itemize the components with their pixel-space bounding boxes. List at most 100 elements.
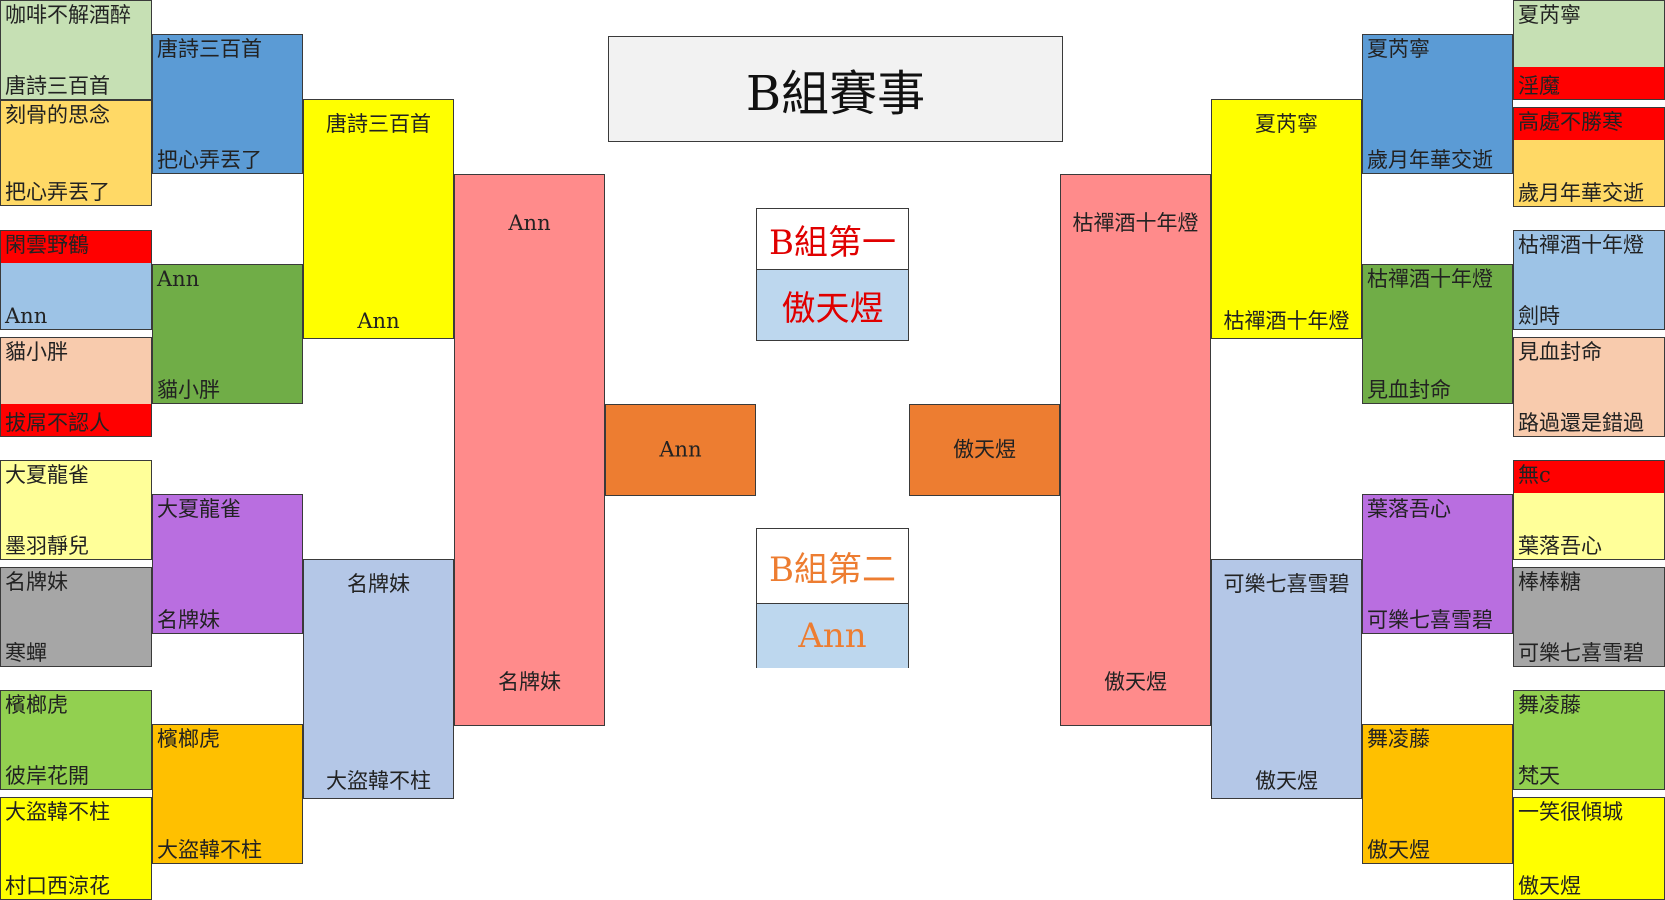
- match-r1-right-3: 枯禪酒十年燈 劍時: [1513, 230, 1665, 330]
- player-name: 傲天煜: [1255, 769, 1318, 793]
- match-r2-right-3: 葉落吾心 可樂七喜雪碧: [1362, 494, 1513, 634]
- player-name: 大夏龍雀: [5, 463, 89, 487]
- player-name: 劍時: [1518, 304, 1560, 328]
- eliminated-strip: [1, 231, 151, 263]
- eliminated-strip: [1, 404, 151, 436]
- match-r2-right-2: 枯禪酒十年燈 見血封命: [1362, 264, 1513, 404]
- player-name: 名牌妹: [347, 572, 410, 596]
- player-name: 傲天煜: [1518, 874, 1581, 898]
- player-name: 葉落吾心: [1367, 497, 1451, 521]
- player-name: 路過還是錯過: [1518, 411, 1644, 435]
- player-name: 把心弄丟了: [157, 148, 262, 172]
- player-name: 葉落吾心: [1518, 534, 1602, 558]
- player-name: 咖啡不解酒醉: [5, 3, 131, 27]
- player-name: Ann: [5, 304, 48, 328]
- match-r2-left-3: 大夏龍雀 名牌妹: [152, 494, 303, 634]
- player-name: 村口西涼花: [5, 874, 110, 898]
- player-name: 枯禪酒十年燈: [1223, 309, 1350, 333]
- match-r1-right-5: 無c 葉落吾心: [1513, 460, 1665, 560]
- player-name: 名牌妹: [5, 570, 68, 594]
- player-name: 舞凌藤: [1518, 693, 1581, 717]
- player-name: 夏芮寧: [1518, 3, 1581, 27]
- match-r1-left-4: 貓小胖 拔屌不認人: [0, 337, 152, 437]
- match-semi-left: Ann 名牌妹: [454, 174, 605, 726]
- player-name-eliminated: 高處不勝寒: [1518, 110, 1623, 134]
- first-place-label: B組第一: [757, 209, 908, 270]
- match-r3-right-2: 可樂七喜雪碧 傲天煜: [1211, 559, 1362, 799]
- player-name: 夏芮寧: [1255, 112, 1318, 136]
- first-place-panel: B組第一 傲天煜: [756, 208, 909, 341]
- eliminated-strip: [1514, 461, 1664, 493]
- player-name: 梵天: [1518, 764, 1560, 788]
- first-place-name: 傲天煜: [757, 270, 908, 340]
- player-name: 傲天煜: [953, 437, 1016, 462]
- player-name-eliminated: 無c: [1518, 463, 1551, 487]
- match-r3-left-1: 唐詩三百首 Ann: [303, 99, 454, 339]
- match-r1-left-1: 咖啡不解酒醉 唐詩三百首: [0, 0, 152, 100]
- match-r2-right-1: 夏芮寧 歲月年華交逝: [1362, 34, 1513, 174]
- second-place-name: Ann: [757, 604, 908, 668]
- player-name: 貓小胖: [157, 378, 220, 402]
- player-name: 墨羽靜兒: [5, 534, 89, 558]
- player-name: 唐詩三百首: [5, 74, 110, 98]
- match-r1-left-2: 刻骨的思念 把心弄丟了: [0, 100, 152, 206]
- match-r1-left-3: 閑雲野鶴 Ann: [0, 230, 152, 330]
- player-name: 舞凌藤: [1367, 727, 1430, 751]
- player-name-eliminated: 淫魔: [1518, 74, 1560, 98]
- eliminated-strip: [1514, 67, 1664, 99]
- player-name: 刻骨的思念: [5, 103, 110, 127]
- player-name: 把心弄丟了: [5, 180, 110, 204]
- match-r2-left-1: 唐詩三百首 把心弄丟了: [152, 34, 303, 174]
- player-name: Ann: [508, 211, 551, 235]
- player-name: 檳榔虎: [5, 693, 68, 717]
- player-name: 寒蟬: [5, 641, 47, 665]
- match-final-right: 傲天煜: [909, 404, 1060, 496]
- player-name: 可樂七喜雪碧: [1367, 608, 1493, 632]
- match-r1-left-6: 名牌妹 寒蟬: [0, 567, 152, 667]
- match-final-left: Ann: [605, 404, 756, 496]
- player-name: 名牌妹: [498, 670, 561, 694]
- player-name: 貓小胖: [5, 340, 68, 364]
- match-r2-right-4: 舞凌藤 傲天煜: [1362, 724, 1513, 864]
- match-r1-right-7: 舞凌藤 梵天: [1513, 690, 1665, 790]
- player-name: 唐詩三百首: [157, 37, 262, 61]
- player-name: 夏芮寧: [1367, 37, 1430, 61]
- player-name: 傲天煜: [1104, 670, 1167, 694]
- player-name: 大盜韓不柱: [157, 838, 262, 862]
- match-r1-right-8: 一笑很傾城 傲天煜: [1513, 797, 1665, 900]
- player-name: 名牌妹: [157, 608, 220, 632]
- player-name: 大盜韓不柱: [5, 800, 110, 824]
- player-name: 歲月年華交逝: [1367, 148, 1493, 172]
- eliminated-strip: [1514, 108, 1664, 140]
- player-name: 枯禪酒十年燈: [1518, 233, 1644, 257]
- player-name-eliminated: 閑雲野鶴: [5, 233, 89, 257]
- player-name: 彼岸花開: [5, 764, 89, 788]
- match-r1-right-2: 高處不勝寒 歲月年華交逝: [1513, 107, 1665, 207]
- player-name: 大盜韓不柱: [326, 769, 431, 793]
- match-r1-left-8: 大盜韓不柱 村口西涼花: [0, 797, 152, 900]
- player-name: 枯禪酒十年燈: [1367, 267, 1493, 291]
- match-r1-right-6: 棒棒糖 可樂七喜雪碧: [1513, 567, 1665, 667]
- player-name: 傲天煜: [1367, 838, 1430, 862]
- player-name: 唐詩三百首: [326, 112, 431, 136]
- player-name: 一笑很傾城: [1518, 800, 1623, 824]
- player-name: 棒棒糖: [1518, 570, 1581, 594]
- player-name: 可樂七喜雪碧: [1223, 572, 1350, 596]
- player-name: Ann: [357, 309, 400, 333]
- player-name: 歲月年華交逝: [1518, 181, 1644, 205]
- match-r3-left-2: 名牌妹 大盜韓不柱: [303, 559, 454, 799]
- match-r1-left-7: 檳榔虎 彼岸花開: [0, 690, 152, 790]
- player-name: 枯禪酒十年燈: [1072, 211, 1199, 235]
- match-r2-left-4: 檳榔虎 大盜韓不柱: [152, 724, 303, 864]
- match-r3-right-1: 夏芮寧 枯禪酒十年燈: [1211, 99, 1362, 339]
- second-place-label: B組第二: [757, 529, 908, 604]
- match-r1-left-5: 大夏龍雀 墨羽靜兒: [0, 460, 152, 560]
- player-name-eliminated: 拔屌不認人: [5, 411, 110, 435]
- player-name: Ann: [157, 267, 200, 291]
- player-name: 見血封命: [1518, 340, 1602, 364]
- player-name: 檳榔虎: [157, 727, 220, 751]
- player-name: Ann: [659, 437, 702, 462]
- bracket-title: B組賽事: [608, 36, 1063, 142]
- match-r2-left-2: Ann 貓小胖: [152, 264, 303, 404]
- player-name: 可樂七喜雪碧: [1518, 641, 1644, 665]
